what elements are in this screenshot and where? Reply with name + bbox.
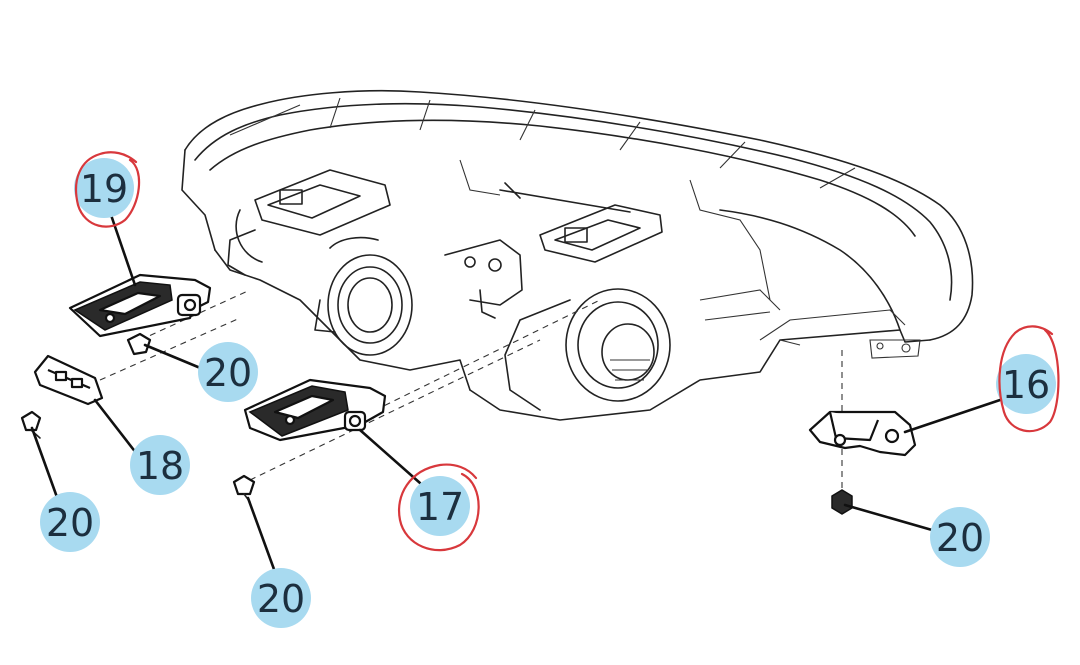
callout-19-bubble: [74, 158, 134, 218]
part-17-ballast: [243, 378, 387, 442]
headlamp-housing: [181, 89, 974, 421]
callout-20-d-label: 20: [936, 516, 984, 560]
part-19-ballast: [68, 273, 212, 338]
callout-20-a-label: 20: [204, 351, 252, 395]
callout-20-c: 20: [251, 568, 311, 628]
callout-20-b-label: 20: [46, 501, 94, 545]
leader-lines: [30, 210, 1002, 574]
part-18-bracket: [33, 354, 104, 406]
screw-20-b: [20, 410, 42, 439]
callout-19-label: 19: [80, 167, 128, 211]
screw-20-c: [232, 474, 256, 503]
callout-20-a: 20: [198, 342, 258, 402]
red-circle-17: [397, 463, 480, 552]
callout-18-bubble: [130, 435, 190, 495]
callout-16: 16: [996, 325, 1060, 433]
callout-20-c-bubble: [251, 568, 311, 628]
callout-20-d-bubble: [930, 507, 990, 567]
red-circle-19: [74, 151, 141, 228]
screw-20-d: [831, 489, 853, 515]
callout-16-bubble: [996, 354, 1056, 414]
red-circle-16: [998, 325, 1060, 433]
callout-18-label: 18: [136, 444, 184, 488]
callout-19: 19: [74, 151, 141, 228]
part-16-bracket: [808, 410, 917, 457]
callout-17-label: 17: [416, 485, 464, 529]
callout-20-b-bubble: [40, 492, 100, 552]
callout-20-a-bubble: [198, 342, 258, 402]
fasteners: [20, 332, 853, 515]
callout-17-bubble: [410, 476, 470, 536]
callout-20-b: 20: [40, 492, 100, 552]
callout-16-label: 16: [1002, 363, 1050, 407]
callout-17: 17: [397, 463, 480, 552]
screw-20-a: [126, 332, 152, 356]
callout-18: 18: [130, 435, 190, 495]
callout-20-c-label: 20: [257, 577, 305, 621]
callout-20-d: 20: [930, 507, 990, 567]
